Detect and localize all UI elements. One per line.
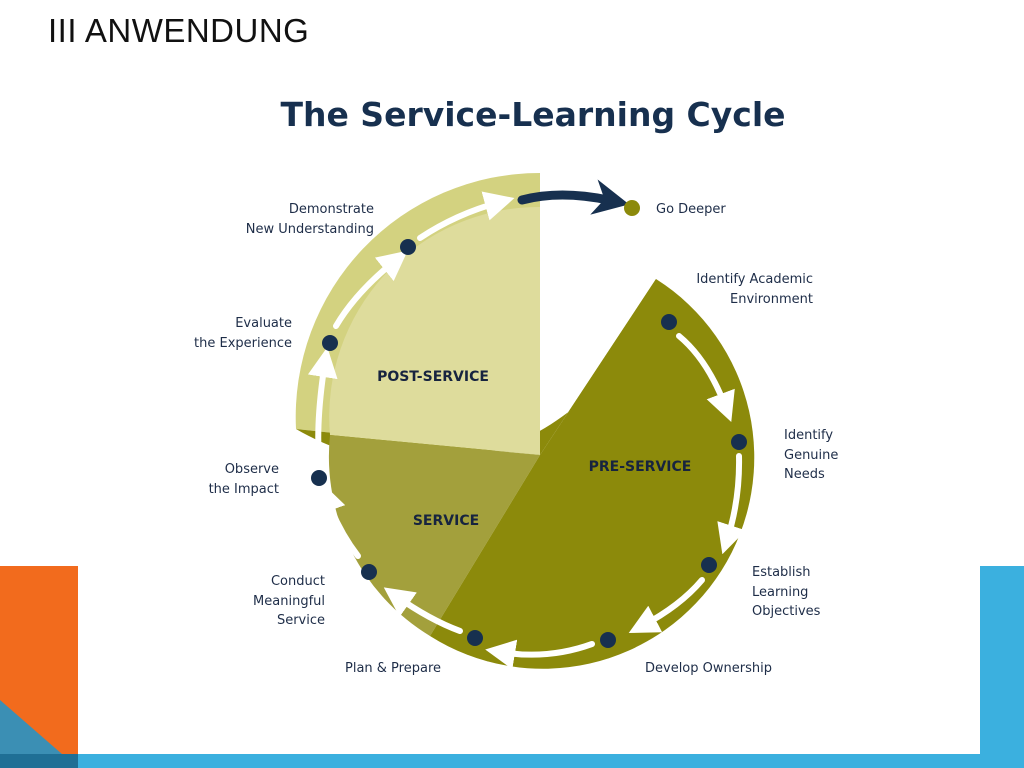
dot-develop-ownership bbox=[600, 632, 616, 648]
blue-bottom-strip bbox=[78, 754, 1024, 768]
step-line: Needs bbox=[784, 467, 825, 482]
step-line: Environment bbox=[730, 292, 813, 307]
step-line: Learning bbox=[752, 585, 808, 600]
step-line: New Understanding bbox=[246, 222, 374, 237]
step-label-conduct-service: Conduct Meaningful Service bbox=[253, 574, 325, 628]
segment-post-service bbox=[329, 206, 540, 455]
step-label-establish-objectives: Establish Learning Objectives bbox=[752, 565, 821, 619]
step-line: Demonstrate bbox=[289, 202, 374, 217]
step-line: the Impact bbox=[209, 482, 279, 497]
dot-observe-impact bbox=[311, 470, 327, 486]
blue-accent-block bbox=[980, 566, 1024, 768]
step-line: the Experience bbox=[194, 336, 292, 351]
step-line: Develop Ownership bbox=[645, 661, 772, 676]
step-label-identify-needs: Identify Genuine Needs bbox=[784, 428, 838, 482]
segment-pre-service bbox=[430, 279, 755, 669]
dot-conduct-service bbox=[361, 564, 377, 580]
label-service: SERVICE bbox=[413, 513, 479, 529]
step-line: Go Deeper bbox=[656, 202, 726, 217]
step-line: Service bbox=[277, 613, 325, 628]
step-label-observe-impact: Observe the Impact bbox=[209, 462, 279, 497]
step-label-plan-prepare: Plan & Prepare bbox=[345, 661, 441, 676]
step-line: Evaluate bbox=[235, 316, 292, 331]
step-label-evaluate-experience: Evaluate the Experience bbox=[194, 316, 292, 351]
label-pre-service: PRE-SERVICE bbox=[589, 459, 692, 475]
dot-evaluate-experience bbox=[322, 335, 338, 351]
step-label-develop-ownership: Develop Ownership bbox=[645, 661, 772, 676]
step-line: Identify bbox=[784, 428, 833, 443]
step-label-demonstrate-understanding: Demonstrate New Understanding bbox=[246, 202, 374, 237]
segment-service bbox=[328, 435, 540, 636]
step-line: Meaningful bbox=[253, 594, 325, 609]
slide-title: III ANWENDUNG bbox=[48, 12, 310, 49]
dot-demonstrate-understanding bbox=[400, 239, 416, 255]
dot-identify-needs bbox=[731, 434, 747, 450]
go-deeper-arrow bbox=[517, 179, 630, 215]
step-label-go-deeper: Go Deeper bbox=[656, 202, 726, 217]
step-label-identify-academic: Identify Academic Environment bbox=[696, 272, 813, 307]
step-line: Identify Academic bbox=[696, 272, 813, 287]
step-line: Genuine bbox=[784, 448, 838, 463]
step-line: Establish bbox=[752, 565, 811, 580]
dot-plan-prepare bbox=[467, 630, 483, 646]
dot-identify-academic bbox=[661, 314, 677, 330]
step-line: Observe bbox=[225, 462, 279, 477]
step-line: Conduct bbox=[271, 574, 325, 589]
dot-establish-objectives bbox=[701, 557, 717, 573]
cycle-arrows bbox=[307, 191, 746, 670]
label-post-service: POST-SERVICE bbox=[377, 369, 489, 385]
step-line: Objectives bbox=[752, 604, 821, 619]
diagram-title: The Service-Learning Cycle bbox=[280, 95, 785, 134]
dot-go-deeper bbox=[624, 200, 640, 216]
step-line: Plan & Prepare bbox=[345, 661, 441, 676]
